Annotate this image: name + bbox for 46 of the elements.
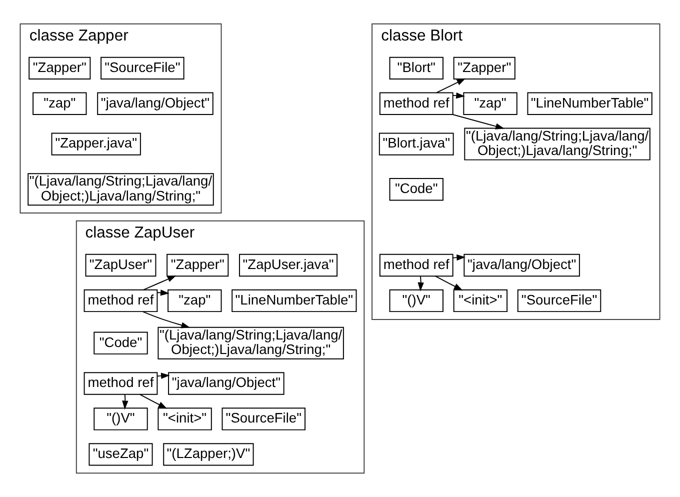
arrow: [142, 311, 190, 328]
arrow: [143, 276, 176, 290]
node-box: "ZapUser": [85, 254, 156, 277]
node-box: "Zapper": [453, 56, 516, 80]
arrow: [139, 394, 168, 409]
node-box: "<init>": [453, 289, 508, 312]
node-box: "java/lang/Object": [97, 92, 214, 115]
node-box: "SourceFile": [222, 408, 306, 430]
node-box: "useZap": [88, 443, 153, 466]
node-box: "Blort.java": [378, 132, 454, 156]
node-box: "(Ljava/lang/String;Ljava/lang/ Object;)Ljava/lang/String;": [158, 326, 344, 360]
node-box: "zap": [463, 92, 518, 115]
node-box: "Blort": [389, 56, 444, 80]
node-box: "<init>": [158, 408, 212, 430]
node-box: "Zapper": [28, 56, 91, 80]
node-box: "(Ljava/lang/String;Ljava/lang/ Object;)Ljava/lang/String;": [28, 173, 214, 206]
node-box: method ref: [379, 92, 454, 115]
node-box: "Zapper.java": [51, 132, 141, 156]
node-box: "ZapUser.java": [239, 254, 338, 277]
node-box: "(LZapper;)V": [163, 443, 254, 466]
node-box: method ref: [379, 254, 454, 277]
node-box: "SourceFile": [517, 289, 602, 312]
arrow: [436, 78, 466, 94]
arrow: [156, 372, 170, 379]
node-box: "(Ljava/lang/String;Ljava/lang/ Object;)Ljava/lang/String;": [464, 128, 650, 160]
arrow: [452, 254, 466, 261]
arrow: [452, 92, 465, 99]
node-box: "Code": [389, 178, 444, 201]
arrow: [418, 276, 424, 292]
node-box: "SourceFile": [100, 56, 184, 80]
node-box: "zap": [168, 289, 222, 312]
arrow: [156, 290, 170, 296]
node-box: "LineNumberTable": [232, 289, 357, 312]
node-box: method ref: [84, 289, 158, 312]
arrow: [452, 114, 504, 130]
node-box: "java/lang/Object": [464, 254, 580, 277]
node-box: "zap": [32, 92, 87, 115]
arrow: [434, 276, 463, 291]
node-box: "()V": [94, 408, 148, 430]
arrow: [122, 394, 128, 410]
node-box: method ref: [84, 372, 158, 395]
node-box: "()V": [389, 289, 444, 312]
node-box: "Zapper": [166, 254, 229, 277]
node-box: "LineNumberTable": [527, 92, 652, 115]
node-box: "Code": [94, 332, 148, 354]
node-box: "java/lang/Object": [168, 372, 284, 395]
